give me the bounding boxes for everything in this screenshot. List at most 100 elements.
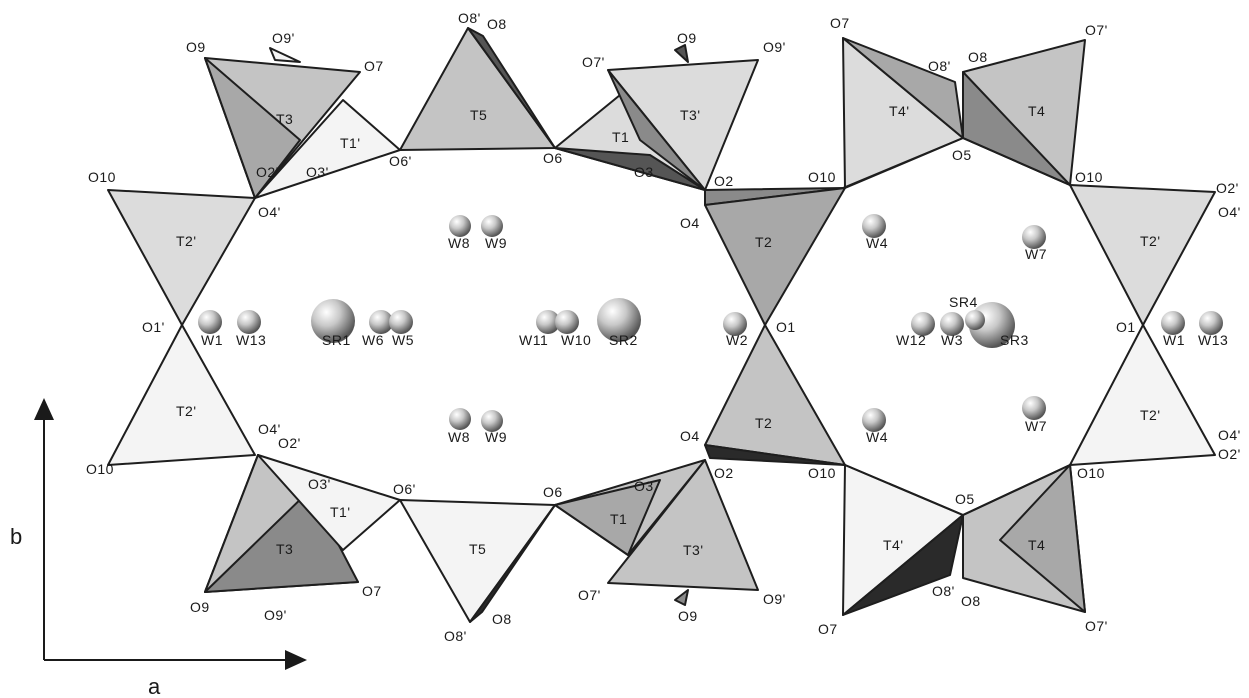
label-O6: O6 bbox=[543, 150, 563, 166]
label-T2-center-bottom: T2 bbox=[755, 415, 772, 431]
atom-SR4 bbox=[965, 310, 985, 330]
label-W7-top: W7 bbox=[1025, 246, 1047, 262]
label-O9-d: O9 bbox=[678, 608, 698, 624]
tetra-T1-bottom-face bbox=[554, 479, 661, 556]
label-O9: O9 bbox=[186, 39, 206, 55]
tetra-T2p-right-bottom bbox=[1069, 324, 1216, 466]
label-O2p-c: O2' bbox=[278, 435, 301, 451]
label-T5-top: T5 bbox=[470, 107, 487, 123]
label-W10: W10 bbox=[561, 332, 591, 348]
label-W1-left: W1 bbox=[201, 332, 223, 348]
atoms bbox=[198, 214, 1223, 432]
label-W8-top: W8 bbox=[448, 235, 470, 251]
label-W13-right: W13 bbox=[1198, 332, 1228, 348]
label-T3p-bottom: T3' bbox=[683, 542, 704, 558]
label-SR2: SR2 bbox=[609, 332, 638, 348]
label-T2p-right-bottom: T2' bbox=[1140, 407, 1161, 423]
label-W1-right: W1 bbox=[1163, 332, 1185, 348]
label-W7-bottom: W7 bbox=[1025, 418, 1047, 434]
label-O9-b: O9 bbox=[677, 30, 697, 46]
label-O7-c: O7 bbox=[362, 583, 382, 599]
label-O10-b: O10 bbox=[1075, 169, 1103, 185]
tetra-T3p-top-face bbox=[607, 69, 706, 191]
tetra-T2p-left-top bbox=[107, 189, 256, 326]
label-T4p-bottom: T4' bbox=[883, 537, 904, 553]
axis-a-label: a bbox=[148, 674, 161, 698]
label-W8-bottom: W8 bbox=[448, 429, 470, 445]
label-O6p: O6' bbox=[389, 153, 412, 169]
atom-W13-right bbox=[1199, 311, 1223, 335]
atom-W4-bottom bbox=[862, 408, 886, 432]
label-O9p-b: O9' bbox=[763, 39, 786, 55]
label-SR1: SR1 bbox=[322, 332, 351, 348]
label-O10-left-b: O10 bbox=[86, 461, 114, 477]
label-O3p: O3' bbox=[306, 164, 329, 180]
label-O8-b: O8 bbox=[968, 49, 988, 65]
atom-W12 bbox=[911, 312, 935, 336]
label-O4p: O4' bbox=[258, 204, 281, 220]
tetra-T1p-top bbox=[254, 99, 401, 199]
label-W3: W3 bbox=[941, 332, 963, 348]
label-T3-top: T3 bbox=[276, 111, 293, 127]
axes: b a bbox=[10, 398, 307, 698]
tetra-T4p-bottom-face bbox=[842, 514, 964, 616]
label-O8: O8 bbox=[487, 16, 507, 32]
tetra-T5-top bbox=[399, 27, 556, 151]
label-O9-c: O9 bbox=[190, 599, 210, 615]
atom-W4-top bbox=[862, 214, 886, 238]
label-W4-top: W4 bbox=[866, 235, 888, 251]
tetra-T5-top-face bbox=[467, 27, 556, 149]
label-O8p: O8' bbox=[458, 10, 481, 26]
atom-W3 bbox=[940, 312, 964, 336]
label-W4-bottom: W4 bbox=[866, 429, 888, 445]
tetra-T2p-left-bottom bbox=[107, 324, 256, 466]
label-T2p-left-top: T2' bbox=[176, 233, 197, 249]
label-T4-bottom: T4 bbox=[1028, 537, 1045, 553]
middle-chain bbox=[107, 137, 1216, 466]
tetra-T3p-bottom bbox=[607, 459, 759, 591]
tetra-T3p-top-edge bbox=[674, 44, 689, 63]
label-O2: O2 bbox=[714, 173, 734, 189]
label-O8-d: O8 bbox=[961, 593, 981, 609]
label-O8p-b: O8' bbox=[928, 58, 951, 74]
atom-W8-top bbox=[449, 215, 471, 237]
label-W2: W2 bbox=[726, 332, 748, 348]
label-W5: W5 bbox=[392, 332, 414, 348]
tetra-T5-bottom bbox=[399, 499, 556, 623]
label-O8p-d: O8' bbox=[932, 583, 955, 599]
label-O5: O5 bbox=[952, 147, 972, 163]
atom-W1-right bbox=[1161, 311, 1185, 335]
label-O10: O10 bbox=[808, 169, 836, 185]
label-O2p: O2' bbox=[256, 164, 279, 180]
label-T1p-top: T1' bbox=[340, 135, 361, 151]
bottom-chain bbox=[204, 454, 1086, 623]
label-O4p-d: O4' bbox=[1218, 427, 1241, 443]
tetra-T3-top-edge bbox=[269, 47, 301, 63]
atom-W5 bbox=[389, 310, 413, 334]
label-W6: W6 bbox=[362, 332, 384, 348]
label-T1-bottom: T1 bbox=[610, 511, 627, 527]
tetra-T4p-top-face bbox=[842, 37, 964, 139]
label-O7p: O7' bbox=[582, 54, 605, 70]
tetra-T1-top-face bbox=[554, 147, 706, 191]
label-W11: W11 bbox=[519, 332, 548, 348]
label-O9p: O9' bbox=[272, 30, 295, 46]
label-SR3: SR3 bbox=[1000, 332, 1029, 348]
label-O10-d: O10 bbox=[1077, 465, 1105, 481]
label-O8-c: O8 bbox=[492, 611, 512, 627]
atom-labels: W8 W9 W1 W13 SR1 W6 W5 W11 W10 SR2 W2 W4… bbox=[201, 235, 1228, 445]
label-T1p-bottom: T1' bbox=[330, 504, 351, 520]
atom-W7-top bbox=[1022, 225, 1046, 249]
label-O7-d: O7 bbox=[818, 621, 838, 637]
label-W12: W12 bbox=[896, 332, 926, 348]
label-O3: O3 bbox=[634, 164, 654, 180]
label-O9p-d: O9' bbox=[763, 591, 786, 607]
label-O1p: O1' bbox=[142, 319, 165, 335]
label-O5-c: O5 bbox=[955, 491, 975, 507]
label-O7p-c: O7' bbox=[578, 587, 601, 603]
tetra-T4-bottom-face bbox=[999, 464, 1086, 613]
atom-SR2 bbox=[597, 298, 641, 342]
tetra-T2-center-bottom-edge bbox=[704, 444, 846, 466]
